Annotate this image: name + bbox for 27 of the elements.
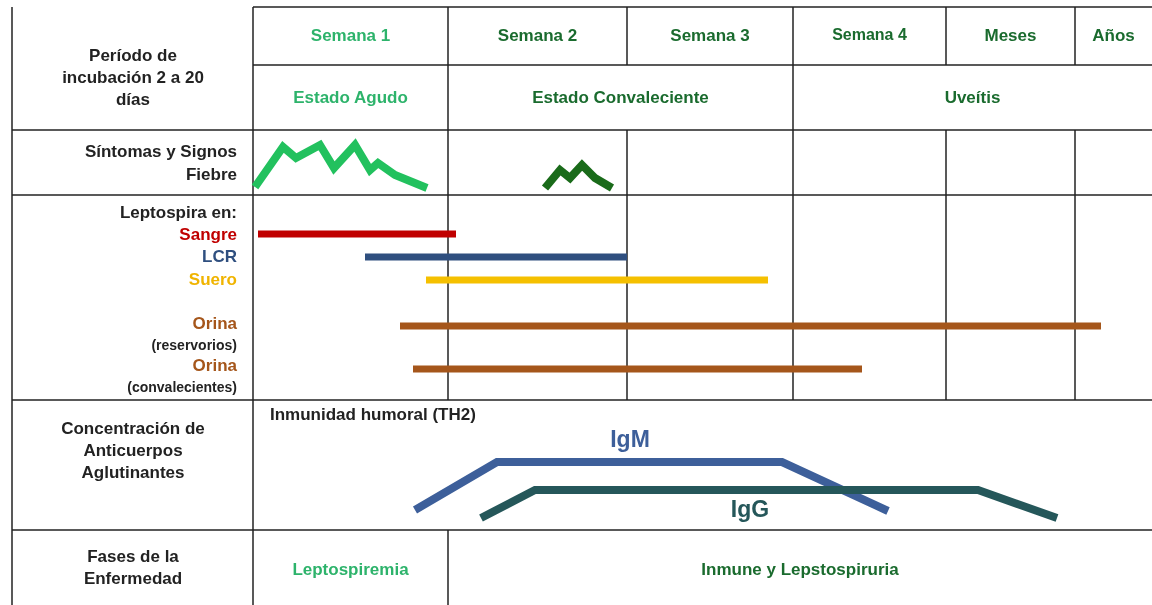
stage-label: Estado Convaleciente (531, 87, 710, 109)
section-label: Inmunidad humoral (TH2) (270, 404, 477, 426)
row-heading: Fases de la Enfermedad (82, 546, 184, 591)
row-heading: Fiebre (184, 164, 237, 186)
curve-label: IgG (729, 495, 771, 524)
row-heading: Concentración de Anticuerpos Aglutinantes (60, 418, 206, 485)
row-heading: Período de incubación 2 a 20 días (61, 45, 205, 112)
sample-label: Orina (191, 313, 237, 335)
sample-note: (reservorios) (150, 336, 237, 355)
column-heading: Semana 1 (309, 25, 392, 47)
stage-label: Estado Agudo (292, 87, 409, 109)
sample-note: (convalecientes) (126, 378, 237, 397)
row-heading: Leptospira en: (118, 202, 237, 224)
sample-label: Sangre (178, 224, 237, 246)
row-heading: Síntomas y Signos (83, 141, 237, 163)
phase-label: Inmune y Lepstospiruria (700, 559, 900, 581)
column-heading: Meses (983, 25, 1038, 47)
column-heading: Años (1091, 25, 1136, 47)
sample-label: LCR (201, 246, 237, 268)
stage-label: Uveítis (943, 87, 1002, 109)
phase-label: Leptospiremia (291, 559, 410, 581)
sample-label: Orina (191, 355, 237, 377)
column-heading: Semana 2 (496, 25, 579, 47)
sample-label: Suero (187, 269, 237, 291)
column-heading: Semana 4 (831, 25, 908, 45)
column-heading: Semana 3 (669, 25, 751, 47)
curve-label: IgM (609, 425, 651, 454)
